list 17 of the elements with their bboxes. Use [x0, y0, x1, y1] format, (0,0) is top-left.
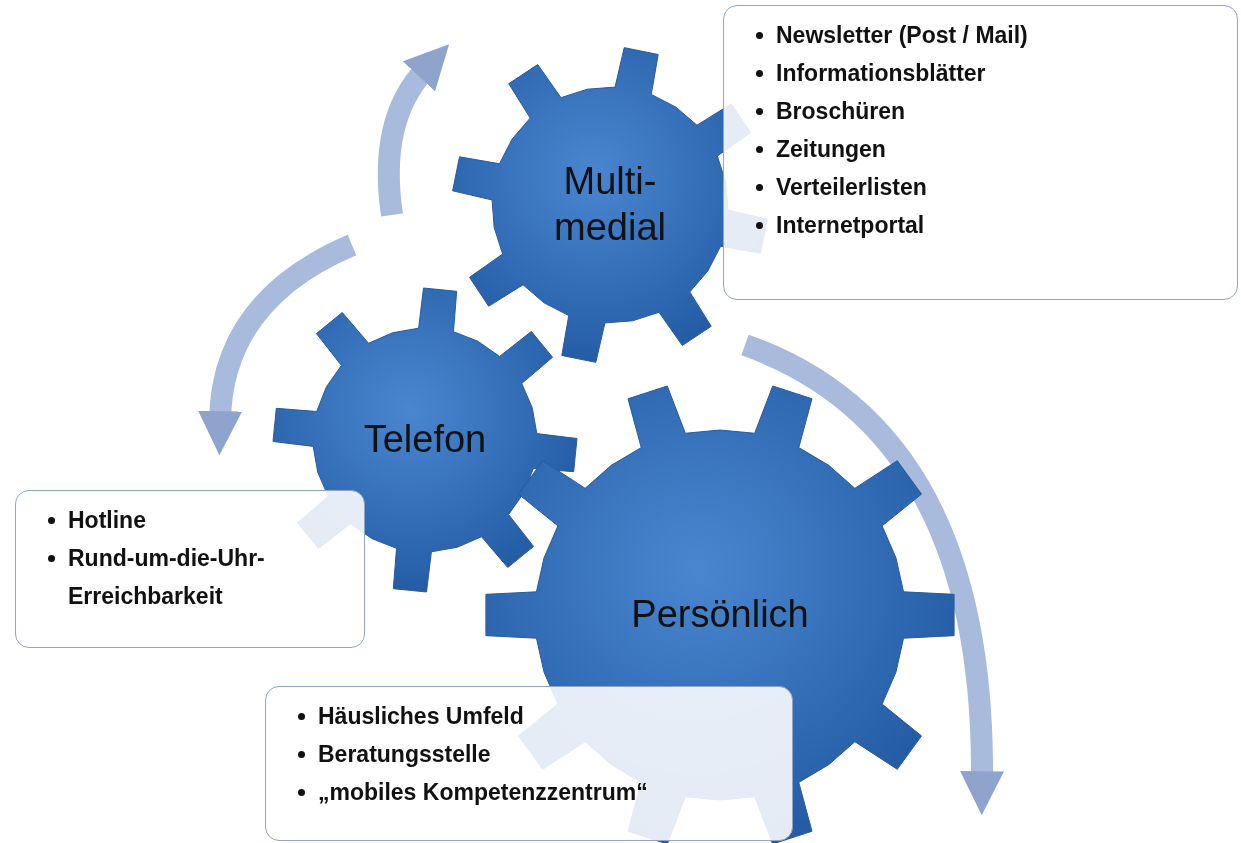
list-item: Zeitungen: [776, 136, 886, 162]
text-panel: [15, 490, 365, 648]
list-item: Rund-um-die-Uhr-Erreichbarkeit: [68, 545, 265, 609]
list-item: Verteilerlisten: [776, 174, 927, 200]
list-item: Broschüren: [776, 98, 906, 124]
gear-label: Telefon: [362, 417, 488, 463]
gear-label: Multi- medial: [553, 159, 667, 250]
list-item: Hotline: [68, 507, 146, 533]
list-item: Newsletter (Post / Mail): [776, 22, 1028, 48]
gear-label: Persönlich: [630, 592, 810, 638]
list-item: „mobiles Kompetenzzentrum“: [318, 779, 648, 805]
list-item: Internetportal: [776, 212, 925, 238]
list-item: Häusliches Umfeld: [318, 703, 524, 729]
text-panel: [265, 686, 793, 841]
list-item: Informationsblätter: [776, 60, 986, 86]
text-panel: [723, 5, 1238, 300]
list-item: Beratungsstelle: [318, 741, 491, 767]
